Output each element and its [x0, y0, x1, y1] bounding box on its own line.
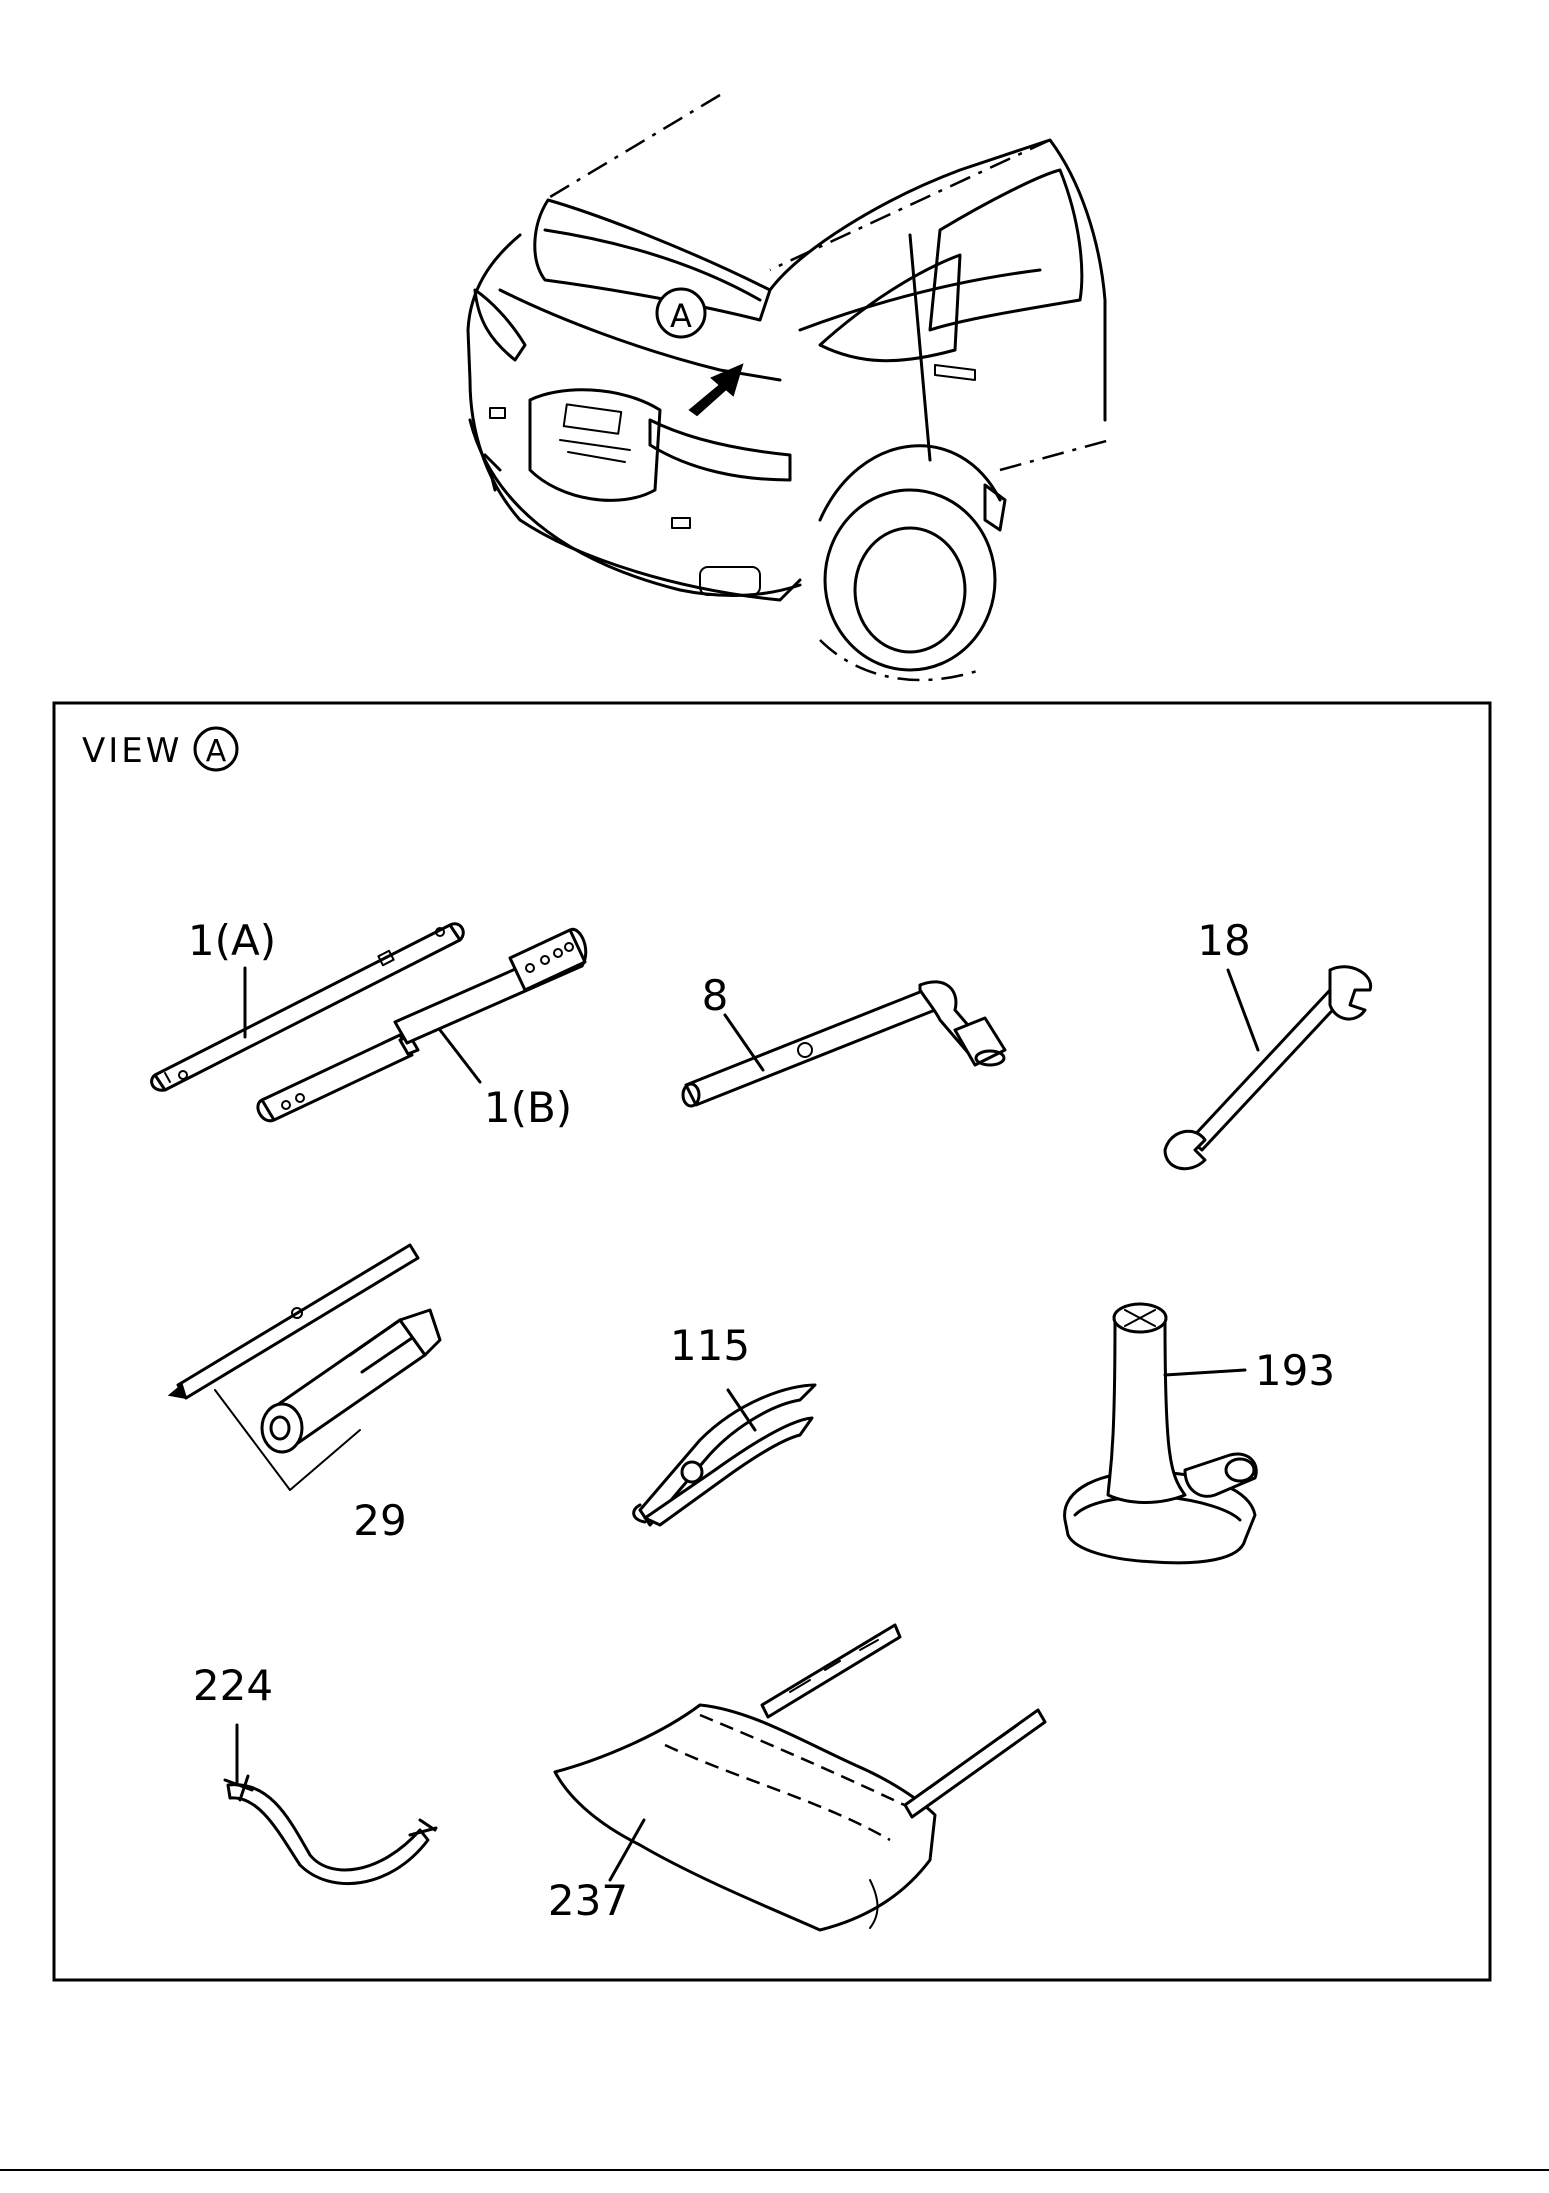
- part-29-label: 29: [353, 1496, 406, 1545]
- part-115-label: 115: [670, 1321, 750, 1370]
- part-1a-label: 1(A): [188, 916, 276, 965]
- view-direction-arrow: [688, 363, 744, 417]
- part-224-band: [223, 1723, 438, 1886]
- callout-a-circle: [655, 287, 707, 339]
- view-a-title: VIEW A: [82, 726, 239, 772]
- part-1b-label: 1(B): [484, 1083, 572, 1132]
- part-29-screwdriver-set: [167, 1243, 442, 1491]
- part-237-tool-bag: [553, 1623, 1047, 1932]
- view-title-text: VIEW: [82, 731, 182, 771]
- part-18-spanner: [1163, 965, 1373, 1171]
- part-18-label: 18: [1197, 916, 1250, 965]
- part-1b-extension-bar: [256, 927, 588, 1123]
- vehicle-rear-illustration: A: [466, 93, 1111, 682]
- view-a-frame: [52, 701, 1492, 1982]
- part-1a-jack-handle: [150, 922, 465, 1092]
- part-224-label: 224: [193, 1661, 273, 1710]
- part-8-wheel-wrench: [681, 980, 1007, 1108]
- part-237-label: 237: [548, 1876, 628, 1925]
- part-115-pliers: [632, 1383, 817, 1527]
- callout-a-label: A: [670, 297, 692, 335]
- part-193-jack: [1063, 1302, 1258, 1565]
- part-8-label: 8: [702, 971, 729, 1020]
- view-title-marker: A: [206, 734, 227, 769]
- part-193-label: 193: [1255, 1346, 1335, 1395]
